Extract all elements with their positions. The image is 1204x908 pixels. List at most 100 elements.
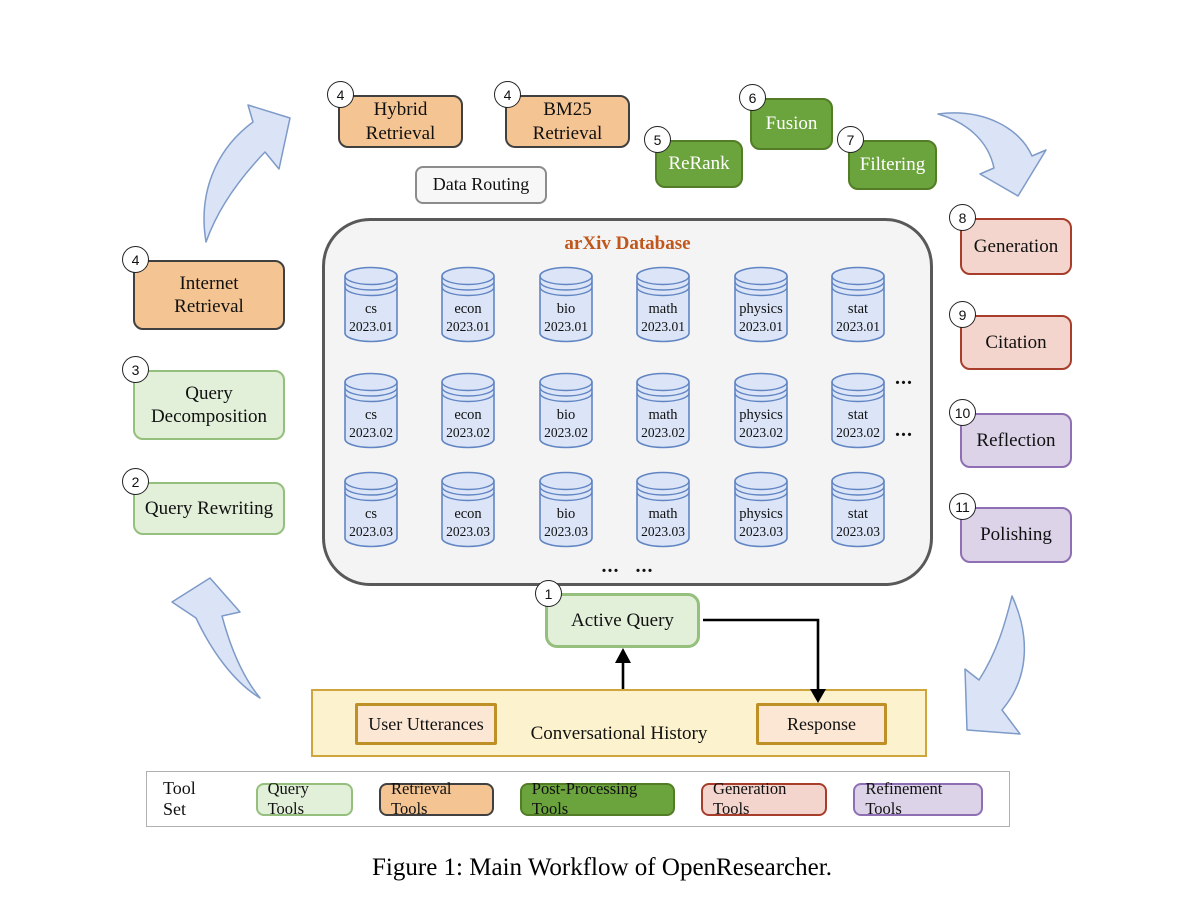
db-field-label: bio: [557, 407, 576, 423]
curved-arrow-bottom-left: [171, 577, 261, 699]
step-badge-4c: 4: [122, 246, 149, 273]
db-month-label: 2023.02: [641, 425, 685, 440]
step-badge-2: 2: [122, 468, 149, 495]
db-month-label: 2023.01: [739, 319, 783, 334]
database-icon: stat 2023.03: [831, 471, 885, 548]
arxiv-database-title: arXiv Database: [564, 233, 691, 254]
step-badge-3: 3: [122, 356, 149, 383]
node-query-rewriting: 2 Query Rewriting: [122, 468, 285, 535]
db-month-label: 2023.01: [446, 319, 490, 334]
user-utterances-label: User Utterances: [368, 713, 484, 734]
db-month-label: 2023.02: [349, 425, 393, 440]
node-label: Internet Retrieval: [174, 272, 244, 317]
node-query-decomposition: 3 Query Decomposition: [122, 356, 285, 440]
node-label: BM25 Retrieval: [532, 99, 603, 144]
arrowhead-up-icon: [615, 648, 631, 663]
db-month-label: 2023.03: [641, 524, 685, 539]
node-label: Polishing: [980, 524, 1052, 546]
db-cylinder: math 2023.03: [634, 470, 692, 550]
step-badge-4b: 4: [494, 81, 521, 108]
db-month-label: 2023.02: [446, 425, 490, 440]
database-icon: cs 2023.01: [344, 266, 398, 343]
curved-arrow-bottom-right: [964, 595, 1026, 735]
db-field-label: stat: [848, 506, 868, 522]
db-field-label: math: [649, 407, 679, 423]
db-field-label: physics: [739, 301, 783, 317]
db-month-label: 2023.01: [836, 319, 880, 334]
db-field-label: math: [649, 506, 679, 522]
db-cylinder: econ 2023.01: [439, 265, 497, 345]
node-label: Hybrid Retrieval: [365, 99, 436, 144]
ellipsis-more-months: ... ...: [601, 555, 654, 577]
node-filtering: 7 Filtering: [837, 126, 937, 190]
ellipsis-more-shards-bottom: ...: [895, 419, 913, 441]
db-cylinder: cs 2023.01: [342, 265, 400, 345]
conversational-history-label: Conversational History: [530, 723, 708, 744]
database-icon: math 2023.03: [636, 471, 690, 548]
legend-chip-query-tools: Query Tools: [255, 779, 354, 818]
node-reflection: 10 Reflection: [949, 399, 1072, 468]
node-label: Query Decomposition: [150, 382, 268, 427]
db-field-label: physics: [739, 506, 783, 522]
db-month-label: 2023.02: [739, 425, 783, 440]
db-field-label: cs: [365, 506, 377, 522]
db-month-label: 2023.03: [544, 524, 588, 539]
node-label: Filtering: [859, 154, 926, 176]
node-label: Data Routing: [432, 174, 530, 195]
db-month-label: 2023.03: [836, 524, 880, 539]
db-month-label: 2023.03: [349, 524, 393, 539]
db-cylinder: stat 2023.03: [829, 470, 887, 550]
legend-chip-refinement-tools: Refinement Tools: [853, 779, 983, 818]
step-badge-9: 9: [949, 301, 976, 328]
user-utterances-box: User Utterances: [355, 703, 497, 745]
db-month-label: 2023.03: [739, 524, 783, 539]
db-month-label: 2023.01: [544, 319, 588, 334]
database-icon: physics 2023.01: [733, 266, 788, 343]
db-cylinder: physics 2023.01: [732, 265, 790, 345]
database-icon: physics 2023.03: [733, 471, 788, 548]
node-active-query: 1 Active Query: [535, 580, 700, 648]
node-label: Active Query: [571, 609, 674, 631]
db-cylinder: cs 2023.03: [342, 470, 400, 550]
step-badge-1: 1: [535, 580, 562, 607]
db-month-label: 2023.01: [349, 319, 393, 334]
figure-caption: Figure 1: Main Workflow of OpenResearche…: [372, 854, 832, 881]
db-cylinder: math 2023.02: [634, 371, 692, 451]
db-field-label: bio: [557, 506, 576, 522]
database-icon: econ 2023.01: [441, 266, 496, 343]
db-field-label: cs: [365, 301, 377, 317]
database-icon: bio 2023.02: [538, 372, 593, 449]
node-generation: 8 Generation: [949, 204, 1072, 275]
db-field-label: stat: [848, 407, 868, 423]
db-field-label: econ: [455, 301, 483, 317]
legend-chip-retrieval-tools: Retrieval Tools: [379, 779, 494, 818]
db-month-label: 2023.02: [544, 425, 588, 440]
database-icon: cs 2023.03: [344, 471, 398, 548]
node-polishing: 11 Polishing: [949, 493, 1072, 563]
database-icon: math 2023.02: [636, 372, 690, 449]
db-field-label: math: [649, 301, 679, 317]
response-box: Response: [756, 703, 887, 745]
node-label: Citation: [985, 331, 1047, 353]
step-badge-10: 10: [949, 399, 976, 426]
db-cylinder: bio 2023.02: [537, 371, 595, 451]
conversational-history-panel: User Utterances Conversational History R…: [311, 689, 927, 757]
node-hybrid-retrieval: 4 Hybrid Retrieval: [327, 81, 463, 148]
node-fusion: 6 Fusion: [739, 84, 833, 150]
